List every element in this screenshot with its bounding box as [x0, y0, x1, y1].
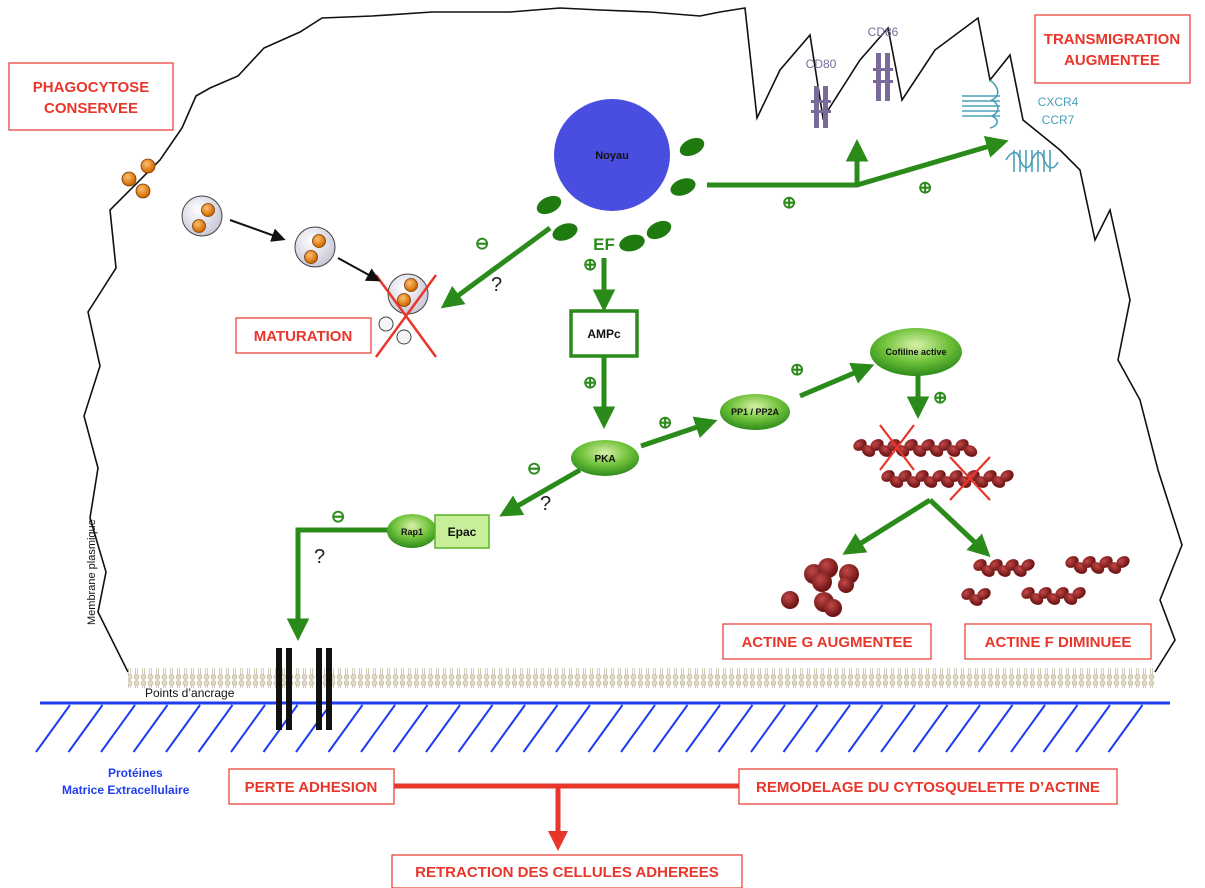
ccr7-label: CCR7 — [1042, 113, 1075, 127]
perte-adhesion-box: PERTE ADHESION — [228, 768, 395, 805]
green-arrows — [286, 136, 1009, 641]
question-mark: ? — [540, 493, 551, 515]
phagocytose-box: PHAGOCYTOSE CONSERVEE — [8, 62, 174, 131]
plus-sign: ⊕ — [583, 255, 597, 274]
actin-cross-icons — [879, 424, 991, 501]
anchor-points — [276, 648, 332, 730]
actine-f-box: ACTINE F DIMINUEE — [964, 623, 1152, 660]
nucleus-label: Noyau — [595, 150, 629, 162]
plus-sign: ⊕ — [918, 178, 932, 197]
plus-sign: ⊕ — [782, 193, 796, 212]
actine-f-label: ACTINE F DIMINUEE — [985, 634, 1132, 651]
ccr7-receptor — [1005, 150, 1059, 172]
perte-adhesion-label: PERTE ADHESION — [245, 779, 378, 796]
remodelage-box: REMODELAGE DU CYTOSQUELETTE D’ACTINE — [738, 768, 1118, 805]
ampc-node: AMPc — [569, 309, 639, 358]
retraction-label: RETRACTION DES CELLULES ADHEREES — [415, 864, 719, 881]
epac-label: Epac — [448, 525, 477, 539]
question-mark: ? — [491, 274, 502, 296]
cd80-receptor — [811, 86, 831, 128]
actin-filaments — [853, 439, 1014, 488]
cd86-label: CD86 — [868, 25, 899, 39]
actine-g-box: ACTINE G AUGMENTEE — [722, 623, 932, 660]
plus-sign: ⊕ — [933, 388, 947, 407]
membrane-label: Membrane plasmique — [86, 519, 98, 625]
plus-sign: ⊕ — [583, 373, 597, 392]
lipid-bilayer — [128, 668, 1155, 688]
plus-sign: ⊕ — [658, 413, 672, 432]
retraction-box: RETRACTION DES CELLULES ADHEREES — [391, 854, 743, 888]
cd86-receptor — [873, 53, 893, 101]
transmigration-box: TRANSMIGRATION AUGMENTEE — [1034, 14, 1191, 84]
maturation-cross-icon — [374, 274, 438, 358]
phagosome-mid — [294, 226, 336, 268]
actine-g-label: ACTINE G AUGMENTEE — [741, 634, 912, 651]
matrix-extracellular-label: Matrice Extracellulaire — [62, 783, 190, 797]
maturation-label: MATURATION — [254, 328, 353, 345]
phagosome-early — [181, 195, 223, 237]
nucleus: Noyau — [554, 99, 670, 211]
cell-membrane-outline — [83, 7, 1183, 673]
phagocytose-line1: PHAGOCYTOSE — [33, 79, 149, 96]
phagocytosis-particles — [121, 158, 156, 199]
pka-node: PKA — [571, 440, 639, 476]
cxcr4-label: CXCR4 — [1038, 95, 1079, 109]
pp1-pp2a-node: PP1 / PP2A — [720, 394, 790, 430]
extracellular-matrix — [35, 701, 1170, 753]
rap1-label: Rap1 — [401, 527, 423, 537]
plus-sign: ⊕ — [790, 360, 804, 379]
minus-sign: ⊖ — [331, 507, 345, 526]
retraction-connector — [394, 783, 739, 851]
transmigration-line2: AUGMENTEE — [1064, 52, 1160, 69]
ef-label: EF — [593, 235, 615, 254]
anchor-points-label: Points d’ancrage — [145, 686, 235, 700]
rap1-epac-node: Rap1 Epac — [387, 514, 490, 549]
pp1-pp2a-label: PP1 / PP2A — [731, 407, 780, 417]
question-mark: ? — [314, 546, 325, 568]
pka-label: PKA — [594, 454, 615, 465]
ampc-label: AMPc — [587, 327, 621, 341]
plus-minus-signs: ⊕ ⊕ ⊕ ⊕ ⊕ ⊕ ⊕ ⊖ ⊖ ⊖ ? ? ? — [314, 178, 947, 568]
minus-sign: ⊖ — [475, 234, 489, 253]
cd80-label: CD80 — [806, 57, 837, 71]
minus-sign: ⊖ — [527, 459, 541, 478]
matrix-proteins-label: Protéines — [108, 766, 163, 780]
cofiline-label: Cofiline active — [885, 347, 946, 357]
phagocytosis-arrows — [229, 219, 381, 282]
maturation-box: MATURATION — [235, 317, 372, 354]
phagolysosome — [378, 273, 429, 345]
ef-granules — [536, 137, 705, 252]
transmigration-line1: TRANSMIGRATION — [1044, 31, 1180, 48]
cofiline-node: Cofiline active — [870, 328, 962, 376]
remodelage-label: REMODELAGE DU CYTOSQUELETTE D’ACTINE — [756, 779, 1100, 796]
phagocytose-line2: CONSERVEE — [44, 100, 138, 117]
f-actin-fragments — [961, 556, 1130, 606]
cxcr4-receptor — [962, 79, 1000, 129]
g-actin-monomers — [781, 558, 859, 617]
